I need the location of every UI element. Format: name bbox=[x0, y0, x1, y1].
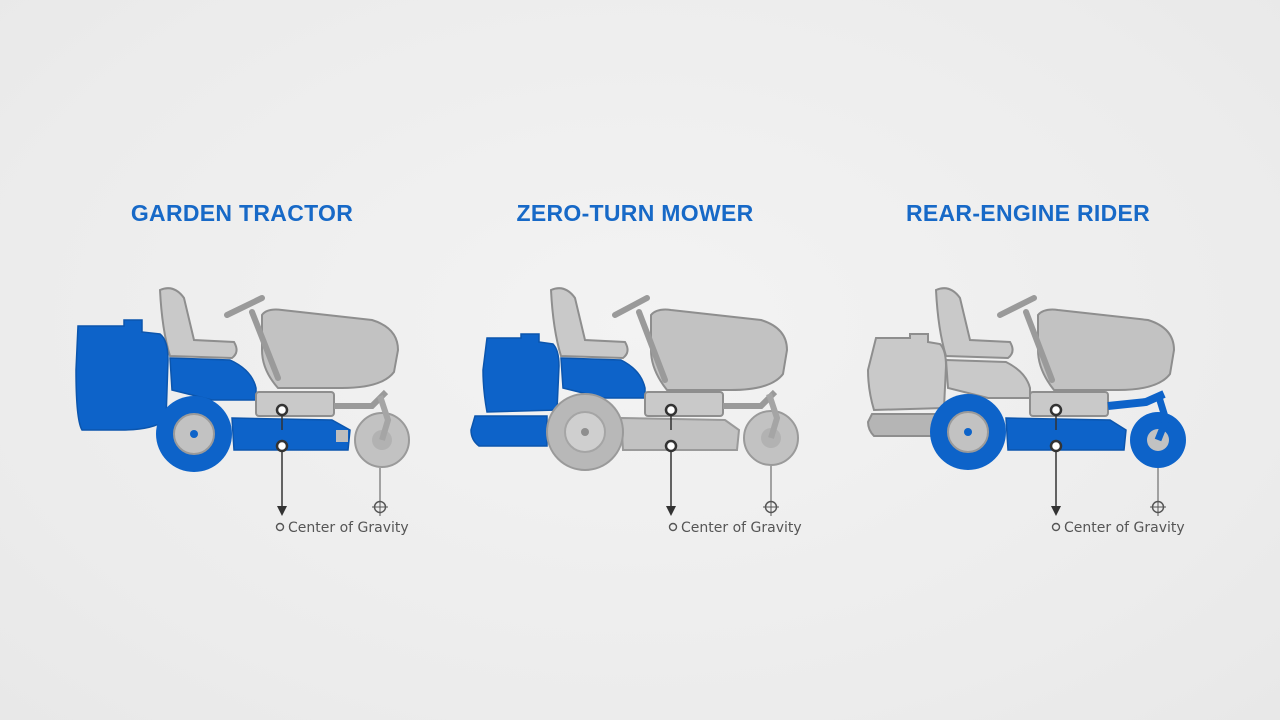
down-arrow bbox=[1051, 506, 1061, 516]
steering-wheel bbox=[224, 295, 281, 381]
cog-marker-upper bbox=[1049, 403, 1063, 430]
front-fork bbox=[1154, 392, 1170, 442]
rear-engine bbox=[75, 319, 169, 431]
mower-deck bbox=[1005, 417, 1127, 451]
mower-deck bbox=[619, 416, 741, 451]
mower-illustration: Center of Gravity bbox=[470, 287, 802, 536]
chassis-body bbox=[169, 357, 257, 401]
cog-legend-dot bbox=[275, 522, 285, 532]
panel-rear-engine-rider: REAR-ENGINE RIDER bbox=[828, 0, 1228, 720]
mower-illustration: Center of Gravity bbox=[866, 287, 1186, 536]
chassis-body bbox=[944, 358, 1031, 399]
panel-title: ZERO-TURN MOWER bbox=[516, 200, 754, 226]
down-arrow bbox=[666, 506, 676, 516]
deck-extension bbox=[336, 430, 348, 442]
cog-label: Center of Gravity bbox=[1064, 520, 1185, 536]
crosshair-marker bbox=[1150, 468, 1166, 516]
rear-engine bbox=[866, 333, 948, 412]
seat bbox=[934, 287, 1014, 360]
chassis-body bbox=[560, 357, 646, 399]
panel-garden-tractor: GARDEN TRACTOR bbox=[42, 0, 442, 720]
frame-block bbox=[644, 391, 724, 417]
hood bbox=[261, 308, 400, 389]
mower-illustration: Center of Gravity bbox=[75, 287, 410, 536]
frame-block bbox=[255, 391, 335, 417]
engine-base bbox=[866, 413, 943, 437]
cog-marker-lower bbox=[664, 439, 678, 516]
rear-engine bbox=[482, 333, 560, 413]
mower-deck bbox=[231, 417, 351, 451]
hood bbox=[1037, 308, 1176, 391]
cog-label: Center of Gravity bbox=[288, 520, 409, 536]
cog-marker-lower bbox=[275, 439, 289, 516]
panel-zero-turn: ZERO-TURN MOWER bbox=[435, 0, 835, 720]
steering-wheel bbox=[612, 295, 668, 383]
steering-wheel bbox=[997, 295, 1055, 383]
cog-legend-dot bbox=[1051, 522, 1061, 532]
seat bbox=[158, 287, 238, 360]
frame-block bbox=[1029, 391, 1109, 417]
cog-label: Center of Gravity bbox=[681, 520, 802, 536]
front-fork bbox=[377, 395, 392, 441]
crosshair-marker bbox=[763, 466, 779, 516]
crosshair-marker bbox=[372, 468, 388, 516]
cog-marker-lower bbox=[1049, 439, 1063, 516]
front-fork bbox=[766, 393, 781, 439]
panel-title: GARDEN TRACTOR bbox=[130, 200, 354, 226]
seat bbox=[549, 287, 629, 360]
cog-marker-upper bbox=[275, 403, 289, 430]
engine-base bbox=[470, 415, 548, 447]
down-arrow bbox=[277, 506, 287, 516]
cog-marker-upper bbox=[664, 403, 678, 430]
hood bbox=[650, 308, 789, 391]
panel-title: REAR-ENGINE RIDER bbox=[905, 200, 1151, 226]
cog-legend-dot bbox=[668, 522, 678, 532]
front-axle-beam bbox=[723, 389, 778, 409]
